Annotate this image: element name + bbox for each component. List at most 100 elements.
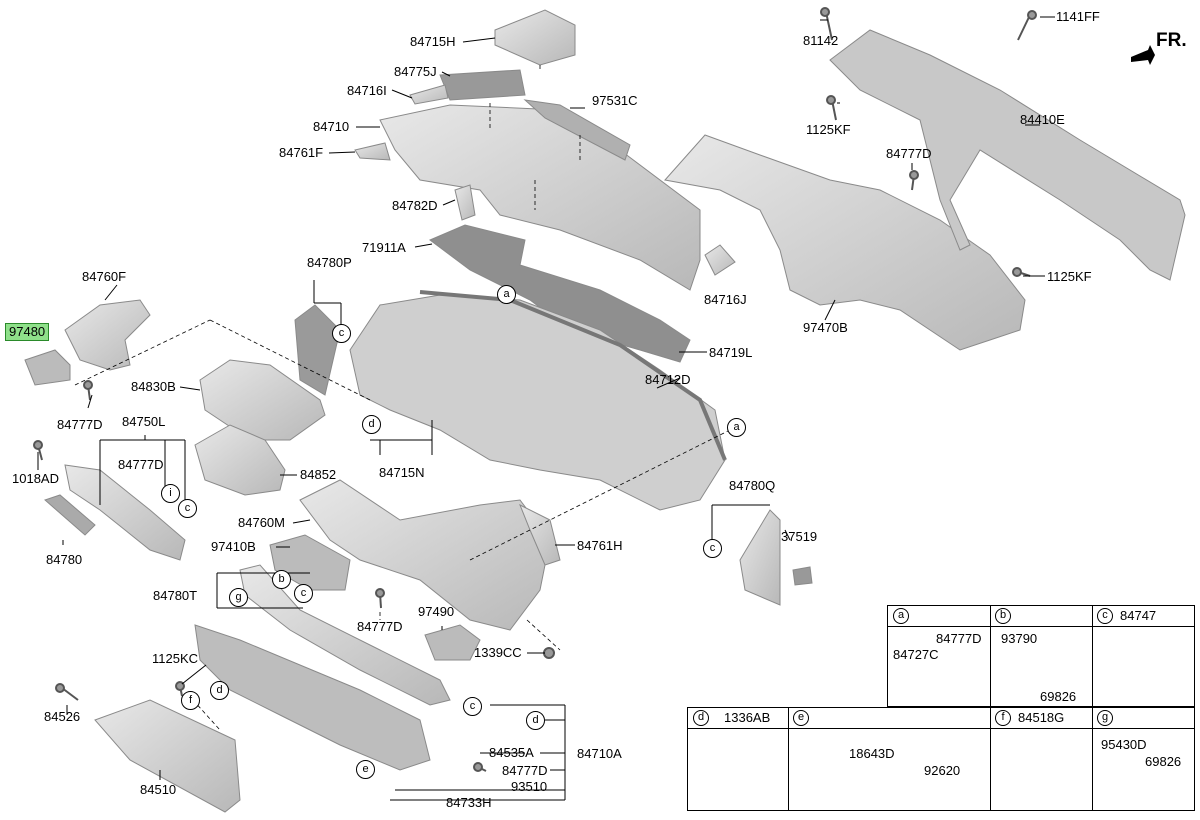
part-37519 — [792, 566, 813, 586]
label-93510: 93510 — [511, 779, 548, 794]
part-84410E — [829, 29, 1186, 281]
callout-b: b — [272, 570, 291, 589]
label-84780: 84780 — [46, 552, 83, 567]
callout-a-top: a — [497, 285, 516, 304]
detail-e-part-1: 18643D — [849, 746, 895, 761]
callout-i: i — [161, 484, 180, 503]
detail-a-part-1: 84777D — [936, 631, 982, 646]
part-84712D-rail — [419, 290, 727, 461]
part-84716I — [409, 84, 449, 105]
detail-g-part-1: 95430D — [1101, 737, 1147, 752]
label-84761F: 84761F — [279, 145, 324, 160]
part-84780P — [294, 304, 341, 396]
label-84733H: 84733H — [446, 795, 492, 810]
label-84775J: 84775J — [394, 64, 437, 79]
label-84830B: 84830B — [131, 379, 176, 394]
label-84715H: 84715H — [410, 34, 456, 49]
callout-g: g — [229, 588, 248, 607]
part-84715H — [494, 9, 576, 66]
part-84760F — [64, 299, 151, 371]
detail-letter-a: a — [893, 608, 909, 624]
label-84716I: 84716I — [347, 83, 387, 98]
callout-c-84780Q: c — [703, 539, 722, 558]
callout-f: f — [181, 691, 200, 710]
callout-d-84710A: d — [526, 711, 545, 730]
part-97480 — [24, 349, 71, 386]
part-71911A — [429, 224, 691, 363]
front-direction-label: FR. — [1156, 30, 1187, 51]
detail-letter-f: f — [995, 710, 1011, 726]
callout-c-84780T: c — [294, 584, 313, 603]
part-84760M — [299, 479, 551, 631]
label-84750L: 84750L — [122, 414, 166, 429]
label-84719L: 84719L — [709, 345, 753, 360]
label-97531C: 97531C — [592, 93, 638, 108]
label-84761H: 84761H — [577, 538, 623, 553]
label-97410B: 97410B — [211, 539, 256, 554]
label-84782D: 84782D — [392, 198, 438, 213]
detail-letter-g: g — [1097, 710, 1113, 726]
detail-letter-e: e — [793, 710, 809, 726]
callout-e: e — [356, 760, 375, 779]
label-84715N: 84715N — [379, 465, 425, 480]
part-84750L — [64, 464, 186, 561]
detail-b-part-2: 69826 — [1040, 689, 1077, 704]
label-84510: 84510 — [140, 782, 177, 797]
label-84760M: 84760M — [238, 515, 285, 530]
label-84410E: 84410E — [1020, 112, 1065, 127]
callout-d-lower: d — [210, 681, 229, 700]
detail-table-bottom: d 1336AB e 18643D 92620 f 84518G g 95430… — [687, 707, 1195, 811]
callout-c-84780P: c — [332, 324, 351, 343]
label-84712D: 84712D — [645, 372, 691, 387]
label-1125KF-bottom: 1125KF — [1047, 269, 1092, 284]
front-arrow-icon — [1131, 45, 1155, 65]
label-84780P: 84780P — [307, 255, 352, 270]
label-71911A: 71911A — [362, 240, 406, 255]
detail-a-part-2: 84727C — [893, 647, 939, 662]
label-84535A: 84535A — [489, 745, 534, 760]
label-1125KC: 1125KC — [152, 651, 199, 666]
label-1339CC: 1339CC — [474, 645, 522, 660]
label-37519: 37519 — [781, 529, 818, 544]
part-84780Q — [739, 509, 781, 606]
label-1125KF-top: 1125KF — [806, 122, 851, 137]
label-84777D-mid: 84777D — [118, 457, 164, 472]
detail-table-top: a b c 84747 84777D 84727C 93790 69826 — [887, 605, 1195, 707]
detail-letter-b: b — [995, 608, 1011, 624]
detail-letter-c: c — [1097, 608, 1113, 624]
part-84716J — [704, 244, 736, 276]
detail-f-title: 84518G — [1018, 710, 1065, 725]
part-84761F — [354, 142, 391, 161]
callout-a-right: a — [727, 418, 746, 437]
part-84852 — [194, 424, 286, 496]
label-97480: 97480 — [5, 323, 50, 341]
detail-b-part-1: 93790 — [1001, 631, 1038, 646]
callout-c-84710A: c — [463, 697, 482, 716]
label-97490: 97490 — [418, 604, 455, 619]
callout-d-84715N: d — [362, 415, 381, 434]
part-84775J — [439, 69, 526, 101]
part-84780T — [239, 564, 451, 706]
detail-d-title: 1336AB — [724, 710, 771, 725]
label-84760F: 84760F — [82, 269, 127, 284]
part-84830B — [199, 359, 326, 441]
part-97470B — [664, 134, 1026, 351]
detail-g-part-2: 69826 — [1145, 754, 1182, 769]
label-84716J: 84716J — [704, 292, 747, 307]
label-84710A: 84710A — [577, 746, 622, 761]
part-84782D — [454, 184, 476, 221]
part-97531C — [523, 99, 631, 161]
label-84852: 84852 — [300, 467, 337, 482]
label-1141FF: 1141FF — [1056, 9, 1100, 24]
label-84777D-right: 84777D — [886, 146, 932, 161]
label-84777D-center: 84777D — [357, 619, 403, 634]
label-84777D-lower: 84777D — [502, 763, 548, 778]
label-84526: 84526 — [44, 709, 81, 724]
label-97470B: 97470B — [803, 320, 848, 335]
label-84780Q: 84780Q — [729, 478, 776, 493]
label-81142: 81142 — [803, 33, 839, 48]
detail-c-title: 84747 — [1120, 608, 1157, 623]
part-84761H — [519, 503, 561, 566]
detail-e-part-2: 92620 — [924, 763, 961, 778]
